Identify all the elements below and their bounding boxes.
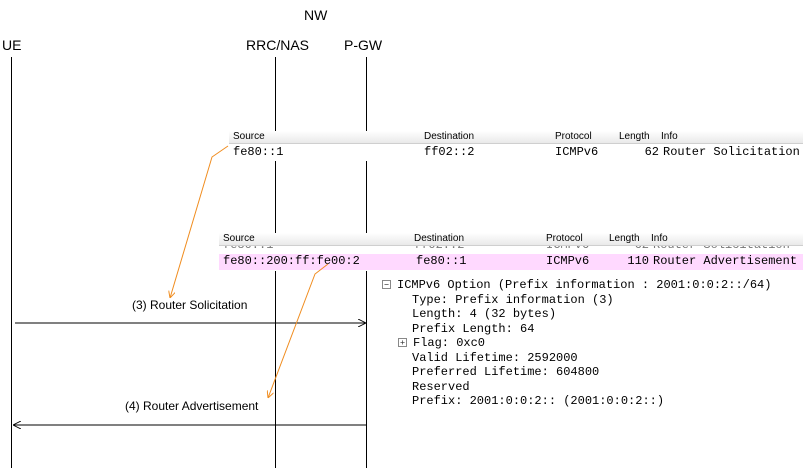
detail-reserved: Reserved <box>412 379 470 394</box>
packet-length: 110 <box>627 254 649 268</box>
callout-solicitation <box>170 145 229 298</box>
detail-option: ICMPv6 Option (Prefix information : 2001… <box>397 278 772 292</box>
column-protocol: Protocol <box>555 131 592 142</box>
capture-pane-solicitation: Source Destination Protocol Length Info … <box>229 131 803 161</box>
rrc-nas-label: RRC/NAS <box>246 37 310 53</box>
collapse-icon[interactable]: − <box>382 280 391 289</box>
packet-length: 62 <box>644 145 659 159</box>
scrolled-row-fragment: fe80::1 ff02::2 ICMPv6 62 Router Solicit… <box>219 246 803 253</box>
detail-prefix: Prefix: 2001:0:0:2:: (2001:0:0:2::) <box>412 394 665 408</box>
nw-label: NW <box>304 7 328 23</box>
capture-header: Source Destination Protocol Length Info <box>219 233 803 246</box>
pgw-label: P-GW <box>344 37 383 53</box>
detail-length: Length: 4 (32 bytes) <box>412 307 557 321</box>
column-length: Length <box>609 233 640 244</box>
detail-prefix-length: Prefix Length: 64 <box>412 321 535 336</box>
expand-icon[interactable]: + <box>398 338 407 347</box>
packet-protocol: ICMPv6 <box>546 254 590 268</box>
capture-pane-advertisement: Source Destination Protocol Length Info … <box>219 233 803 271</box>
column-protocol: Protocol <box>546 233 583 244</box>
ue-label: UE <box>2 37 22 53</box>
column-destination: Destination <box>414 233 465 244</box>
detail-flag: Flag: 0xc0 <box>413 336 486 350</box>
detail-valid-lifetime: Valid Lifetime: 2592000 <box>412 350 578 365</box>
packet-info: Router Advertisement <box>653 254 798 268</box>
packet-row-selected[interactable]: fe80::200:ff:fe00:2 fe80::1 ICMPv6 110 R… <box>219 254 803 270</box>
detail-preferred-lifetime: Preferred Lifetime: 604800 <box>412 365 600 379</box>
packet-destination: fe80::1 <box>416 254 467 268</box>
ue-lifeline <box>11 57 12 468</box>
msg4-label: (4) Router Advertisement <box>125 399 259 413</box>
packet-detail-tree: −ICMPv6 Option (Prefix information : 200… <box>382 278 771 409</box>
packet-row[interactable]: fe80::1 ff02::2 ICMPv6 62 Router Solicit… <box>229 145 803 160</box>
detail-type: Type: Prefix information (3) <box>412 292 614 307</box>
column-info: Info <box>661 131 678 142</box>
detail-flag-line[interactable]: + Flag: 0xc0 <box>382 336 771 351</box>
packet-destination: ff02::2 <box>424 145 475 159</box>
packet-source: fe80::200:ff:fe00:2 <box>223 254 360 268</box>
msg3-label: (3) Router Solicitation <box>132 298 248 312</box>
column-length: Length <box>619 131 650 142</box>
detail-option-line[interactable]: −ICMPv6 Option (Prefix information : 200… <box>382 278 771 293</box>
packet-info: Router Solicitation <box>663 145 800 159</box>
column-source: Source <box>223 233 255 244</box>
packet-source: fe80::1 <box>233 145 284 159</box>
capture-header: Source Destination Protocol Length Info <box>229 131 803 144</box>
column-source: Source <box>233 131 265 142</box>
column-info: Info <box>651 233 668 244</box>
callout-advertisement <box>268 263 329 398</box>
packet-protocol: ICMPv6 <box>555 145 599 159</box>
column-destination: Destination <box>424 131 475 142</box>
